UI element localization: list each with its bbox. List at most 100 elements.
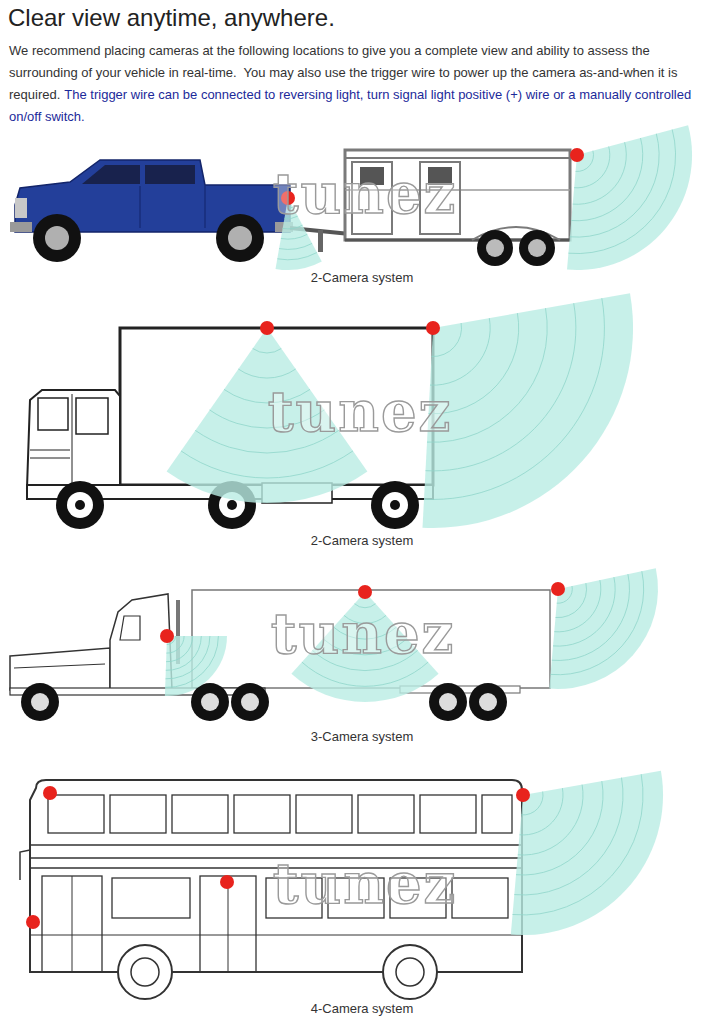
camera-view-fan [570,134,659,237]
semi-truck [191,683,229,721]
caption: 3-Camera system [242,729,482,744]
box-truck [75,500,85,510]
horse-trailer [528,239,546,257]
box-truck [76,398,108,434]
camera-dot [358,585,372,599]
semi-truck [201,693,219,711]
pickup-truck [140,186,141,228]
description: We recommend placing cameras at the foll… [9,40,713,128]
box-truck [227,500,237,510]
box-truck [382,492,408,518]
camera-dot [26,148,584,929]
semi-truck [10,648,110,690]
description-text: The trigger wire can be connected to rev… [9,87,695,124]
semi-truck [479,693,497,711]
horse-trailer [486,239,504,257]
watermark: tunez [233,600,493,666]
camera-dot [260,321,274,335]
double-decker-bus [30,780,522,972]
horse-trailer [345,157,570,159]
double-decker-bus [118,945,172,999]
camera-view-fan [281,234,307,239]
semi-truck [120,616,140,640]
camera-view-fan [568,130,675,254]
camera-dot [220,875,234,889]
horse-trailer [519,230,555,266]
pickup-truck [216,214,264,262]
camera-view-fan [277,253,317,260]
double-decker-bus [296,795,352,833]
semi-truck [21,683,59,721]
double-decker-bus [172,795,228,833]
double-decker-bus [20,850,30,880]
camera-view-fan [238,369,295,378]
semi-truck [231,683,269,721]
pickup-truck [205,186,206,228]
camera-view-fan [181,451,353,478]
double-decker-bus [228,876,229,972]
box-truck [390,500,400,510]
camera-view-fan [165,636,218,687]
semi-truck [10,590,550,721]
box-truck [27,390,120,488]
title: Clear view anytime, anywhere. [8,4,335,32]
camera-dot [516,788,530,802]
caption: 4-Camera system [242,1001,482,1016]
pickup-truck [145,165,195,184]
double-decker-bus [420,795,476,833]
camera-dot [570,148,584,162]
camera-dot [43,786,57,800]
pickup-truck [10,222,32,232]
double-decker-bus [396,958,424,986]
double-decker-bus [234,795,290,833]
camera-view-fan [165,636,227,696]
camera-view-fan [549,568,658,689]
box-truck [30,458,70,459]
box-truck [56,481,104,529]
box-truck [67,492,93,518]
semi-truck [31,693,49,711]
pickup-truck [228,226,252,250]
double-decker-bus [110,795,166,833]
camera-view-fan [513,774,644,915]
camera-view-fan [511,771,663,935]
semi-truck [241,693,259,711]
camera-dot [160,629,174,643]
semi-truck [469,683,507,721]
horse-trailer [318,230,323,252]
semi-truck [439,693,457,711]
semi-truck [110,594,172,690]
camera-view-fan [514,778,623,895]
double-decker-bus [30,935,522,936]
double-decker-bus [112,878,190,918]
camera-view-fan [567,125,692,270]
camera-view-fan [165,125,692,935]
camera-view-fan [253,349,282,353]
camera-view-fan [551,571,644,675]
camera-dot [551,582,565,596]
box-truck [72,394,73,485]
semi-truck [429,683,467,721]
box-truck [371,481,419,529]
double-decker-bus [42,876,102,972]
pickup-truck [15,198,27,218]
pickup-truck [33,214,81,262]
caption: 2-Camera system [242,270,482,285]
pickup-truck [82,165,140,184]
camera-view-fan [552,574,630,660]
watermark: tunez [230,378,490,444]
box-truck [38,398,68,430]
camera-dot [26,915,40,929]
camera-view-fan [279,243,312,249]
watermark: tunez [235,160,495,226]
double-decker-bus [482,795,512,833]
camera-view-fan [516,781,603,875]
double-decker-bus [48,795,104,833]
double-decker-bus [358,795,414,833]
double-decker-bus [30,844,522,845]
camera-view-fan [423,293,634,528]
double-decker-bus [200,876,256,972]
double-decker-bus [452,878,508,918]
horse-trailer [477,230,513,266]
caption: 2-Camera system [242,533,482,548]
